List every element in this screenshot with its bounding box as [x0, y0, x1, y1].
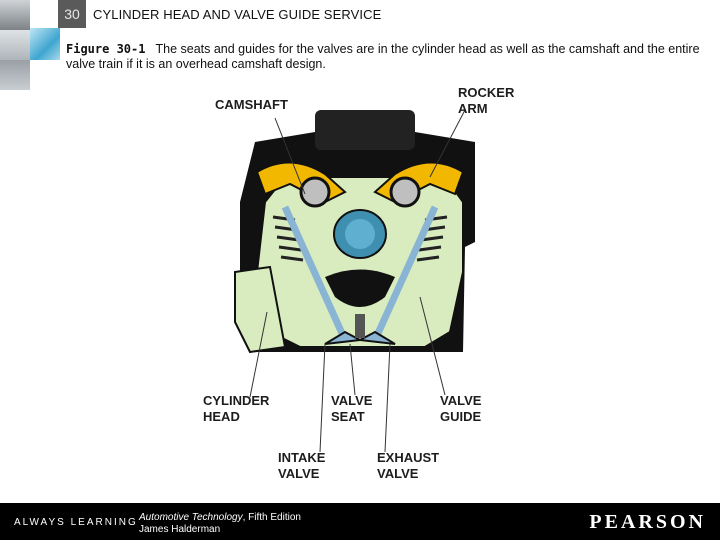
label-rocker-arm: ROCKER ARM: [458, 85, 514, 117]
book-author: James Halderman: [139, 524, 220, 535]
book-credit: Automotive Technology, Fifth Edition Jam…: [139, 512, 301, 536]
pearson-logo: PEARSON: [589, 511, 706, 534]
label-camshaft: CAMSHAFT: [215, 97, 288, 113]
label-exhaust-valve: EXHAUST VALVE: [377, 450, 439, 482]
thumbnail-image: [0, 0, 30, 30]
label-cylinder-head: CYLINDER HEAD: [203, 393, 269, 425]
cylinder-head-illustration: [195, 82, 525, 487]
figure-label: Figure 30-1: [66, 42, 145, 56]
caption-text: The seats and guides for the valves are …: [66, 42, 700, 71]
chapter-thumbnails: [0, 0, 30, 90]
chapter-number: 30: [58, 0, 86, 28]
decorative-image: [30, 28, 60, 60]
label-valve-seat: VALVE SEAT: [331, 393, 372, 425]
thumbnail-image: [0, 60, 30, 90]
always-learning-tagline: ALWAYS LEARNING: [14, 517, 138, 528]
book-title: Automotive Technology: [139, 512, 243, 523]
label-intake-valve: INTAKE VALVE: [278, 450, 325, 482]
spark-plug: [355, 314, 365, 338]
cylinder-head-figure: CAMSHAFT ROCKER ARM CYLINDER HEAD VALVE …: [195, 82, 525, 487]
footer-bar: ALWAYS LEARNING Automotive Technology, F…: [0, 503, 720, 540]
book-edition: , Fifth Edition: [243, 512, 301, 523]
chapter-title: CYLINDER HEAD AND VALVE GUIDE SERVICE: [93, 7, 381, 22]
thumbnail-image: [0, 30, 30, 60]
cam-cover: [315, 110, 415, 150]
label-valve-guide: VALVE GUIDE: [440, 393, 481, 425]
